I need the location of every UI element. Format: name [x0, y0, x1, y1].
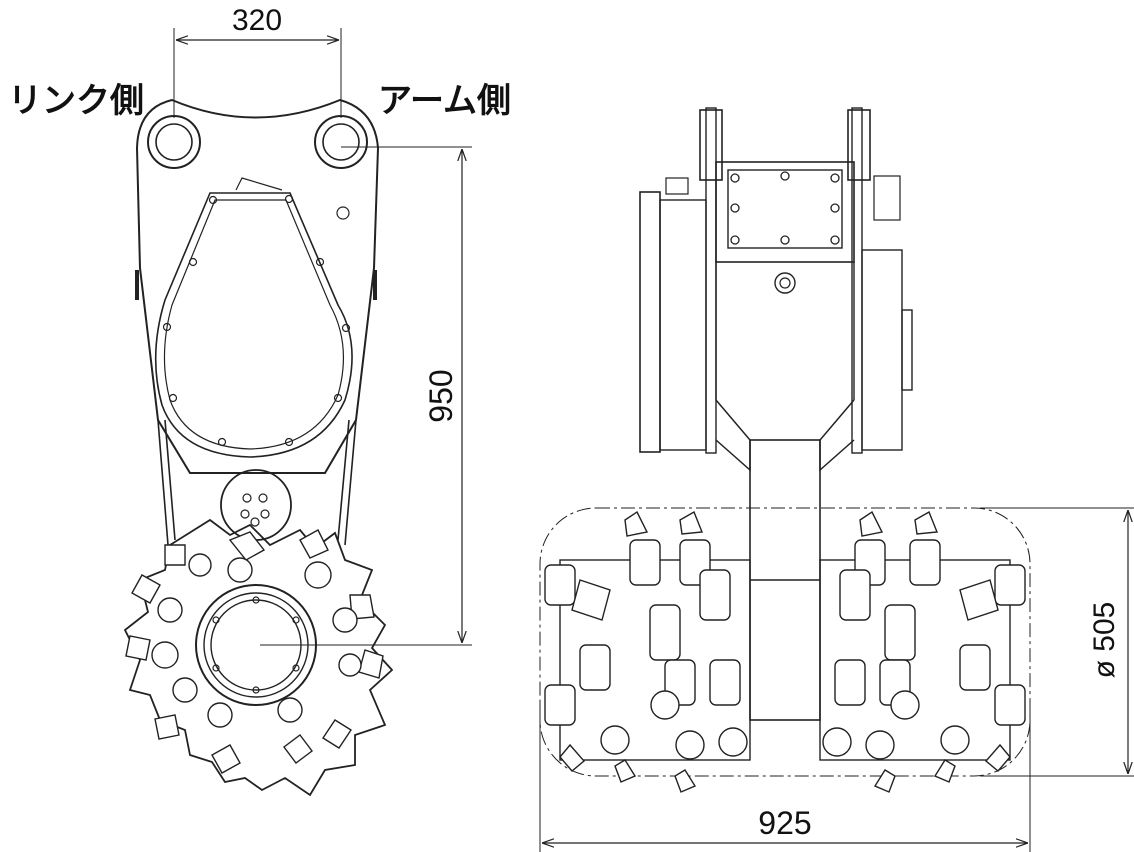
overall-width-label: 925 — [758, 805, 811, 841]
front-view — [539, 107, 1031, 793]
overall-width-dimension: 925 — [539, 700, 1031, 852]
height-dimension: 950 — [260, 146, 472, 646]
side-cutting-drum — [123, 518, 394, 797]
link-pin-boss — [147, 115, 201, 169]
arm-pin-boss — [314, 115, 368, 169]
pin-spacing-dimension: 320 — [173, 4, 342, 118]
plate-bolts — [162, 194, 351, 447]
side-view — [123, 98, 394, 797]
arm-side-label: アーム側 — [378, 81, 511, 121]
link-side-label: リンク側 — [8, 81, 144, 121]
motor-hub — [220, 469, 292, 541]
drum-diameter-label: ø 505 — [1088, 602, 1121, 679]
height-label: 950 — [423, 369, 459, 422]
drum-diameter-dimension: ø 505 — [980, 507, 1134, 777]
pin-spacing-label: 320 — [232, 4, 282, 37]
